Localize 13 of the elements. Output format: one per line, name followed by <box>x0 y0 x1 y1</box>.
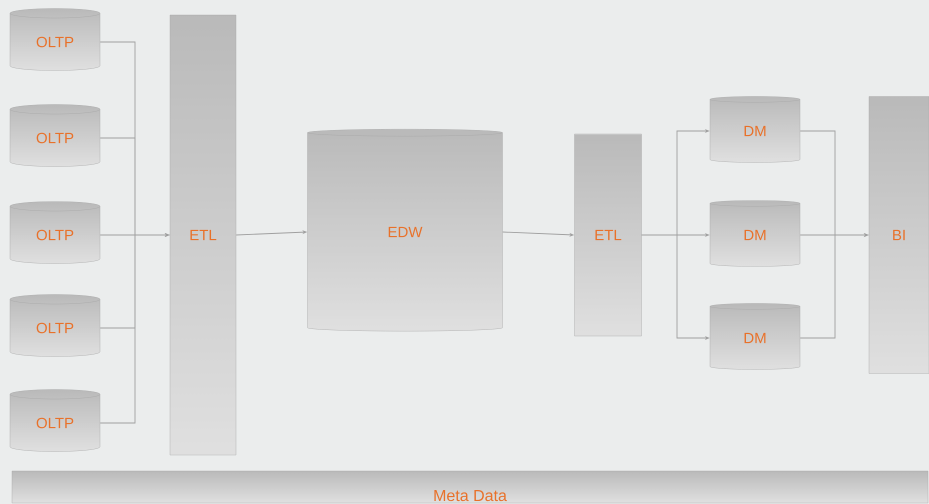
database-cylinder: OLTP <box>10 104 100 167</box>
process-bar: ETL <box>574 134 642 336</box>
database-cylinder: OLTP <box>10 201 100 264</box>
database-cylinder: DM <box>710 200 800 267</box>
database-cylinder: OLTP <box>10 389 100 452</box>
database-cylinder: OLTP <box>10 294 100 357</box>
metadata-band: Meta Data <box>12 470 928 504</box>
database-cylinder: DM <box>710 96 800 163</box>
process-bar: BI <box>868 96 929 374</box>
database-cylinder: DM <box>710 303 800 370</box>
database-cylinder: OLTP <box>10 8 100 71</box>
database-cylinder: EDW <box>307 128 503 332</box>
process-bar: ETL <box>170 14 236 456</box>
